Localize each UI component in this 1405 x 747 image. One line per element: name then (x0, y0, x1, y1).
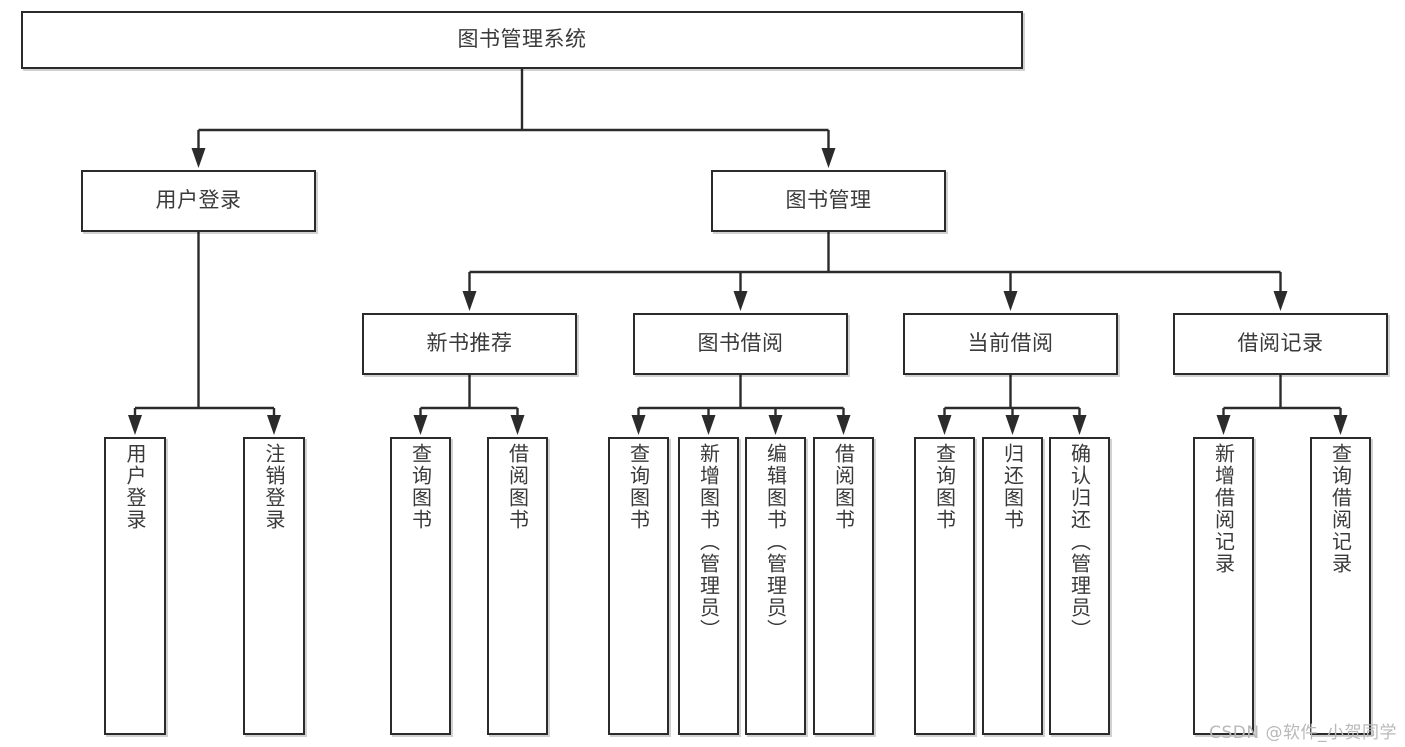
node-leaf-11-新增借阅记录[interactable]: 新增借阅记录 (1193, 437, 1254, 735)
arrow-head-icon (937, 415, 952, 435)
node-label: 确认归还（管理员） (1067, 443, 1092, 641)
arrow-head-icon (836, 415, 851, 435)
node-label: 当前借阅 (967, 331, 1054, 356)
node-leaf-12-查询借阅记录[interactable]: 查询借阅记录 (1310, 437, 1371, 735)
arrow-head-icon (462, 291, 477, 311)
node-label: 归还图书 (1000, 443, 1025, 531)
node-leaf-9-归还图书[interactable]: 归还图书 (982, 437, 1043, 735)
node-leaf-2-查询图书[interactable]: 查询图书 (390, 437, 451, 735)
node-leaf-4-查询图书[interactable]: 查询图书 (608, 437, 669, 735)
arrow-head-icon (1005, 415, 1020, 435)
node-l3-当前借阅[interactable]: 当前借阅 (903, 313, 1118, 375)
node-label: 注销登录 (262, 443, 286, 531)
arrow-head-icon (413, 415, 428, 435)
node-l3-新书推荐[interactable]: 新书推荐 (362, 313, 577, 375)
node-root-图书管理系统[interactable]: 图书管理系统 (21, 11, 1023, 69)
arrow-head-icon (631, 415, 646, 435)
node-label: 查询图书 (626, 443, 651, 531)
arrow-head-icon (128, 415, 142, 435)
arrow-head-icon (1216, 415, 1231, 435)
node-leaf-6-编辑图书（管理员）[interactable]: 编辑图书（管理员） (745, 437, 806, 735)
node-label: 用户登录 (123, 443, 147, 531)
arrow-head-icon (191, 148, 206, 168)
node-leaf-3-借阅图书[interactable]: 借阅图书 (487, 437, 548, 735)
node-label: 借阅图书 (505, 443, 530, 531)
node-leaf-5-新增图书（管理员）[interactable]: 新增图书（管理员） (678, 437, 739, 735)
arrow-head-icon (701, 415, 716, 435)
arrow-head-icon (733, 291, 748, 311)
node-label: 图书管理 (785, 188, 872, 213)
node-label: 查询图书 (408, 443, 433, 531)
node-leaf-10-确认归还（管理员）[interactable]: 确认归还（管理员） (1049, 437, 1110, 735)
node-l2-图书管理[interactable]: 图书管理 (711, 170, 946, 232)
node-label: 图书管理系统 (457, 27, 587, 52)
arrow-head-icon (821, 148, 836, 168)
arrow-head-icon (267, 415, 281, 435)
arrow-head-icon (1003, 291, 1018, 311)
arrow-head-icon (1072, 415, 1087, 435)
node-label: 查询图书 (932, 443, 957, 531)
node-label: 新书推荐 (426, 331, 513, 356)
node-l3-图书借阅[interactable]: 图书借阅 (633, 313, 848, 375)
arrow-head-icon (768, 415, 783, 435)
node-label: 新增借阅记录 (1211, 443, 1236, 575)
arrow-head-icon (510, 415, 525, 435)
node-label: 用户登录 (155, 188, 242, 213)
arrow-head-icon (1273, 291, 1288, 311)
node-label: 借阅图书 (831, 443, 856, 531)
node-leaf-0-用户登录[interactable]: 用户登录 (104, 437, 166, 735)
node-l3-借阅记录[interactable]: 借阅记录 (1173, 313, 1388, 375)
node-leaf-7-借阅图书[interactable]: 借阅图书 (813, 437, 874, 735)
node-label: 编辑图书（管理员） (763, 443, 788, 641)
node-label: 新增图书（管理员） (696, 443, 721, 641)
csdn-watermark: CSDN @软件_小贺同学 (1209, 723, 1397, 743)
node-label: 图书借阅 (697, 331, 784, 356)
node-leaf-1-注销登录[interactable]: 注销登录 (243, 437, 305, 735)
node-leaf-8-查询图书[interactable]: 查询图书 (914, 437, 975, 735)
node-label: 借阅记录 (1237, 331, 1324, 356)
node-label: 查询借阅记录 (1328, 443, 1353, 575)
node-l2-用户登录[interactable]: 用户登录 (81, 170, 316, 232)
arrow-head-icon (1333, 415, 1348, 435)
